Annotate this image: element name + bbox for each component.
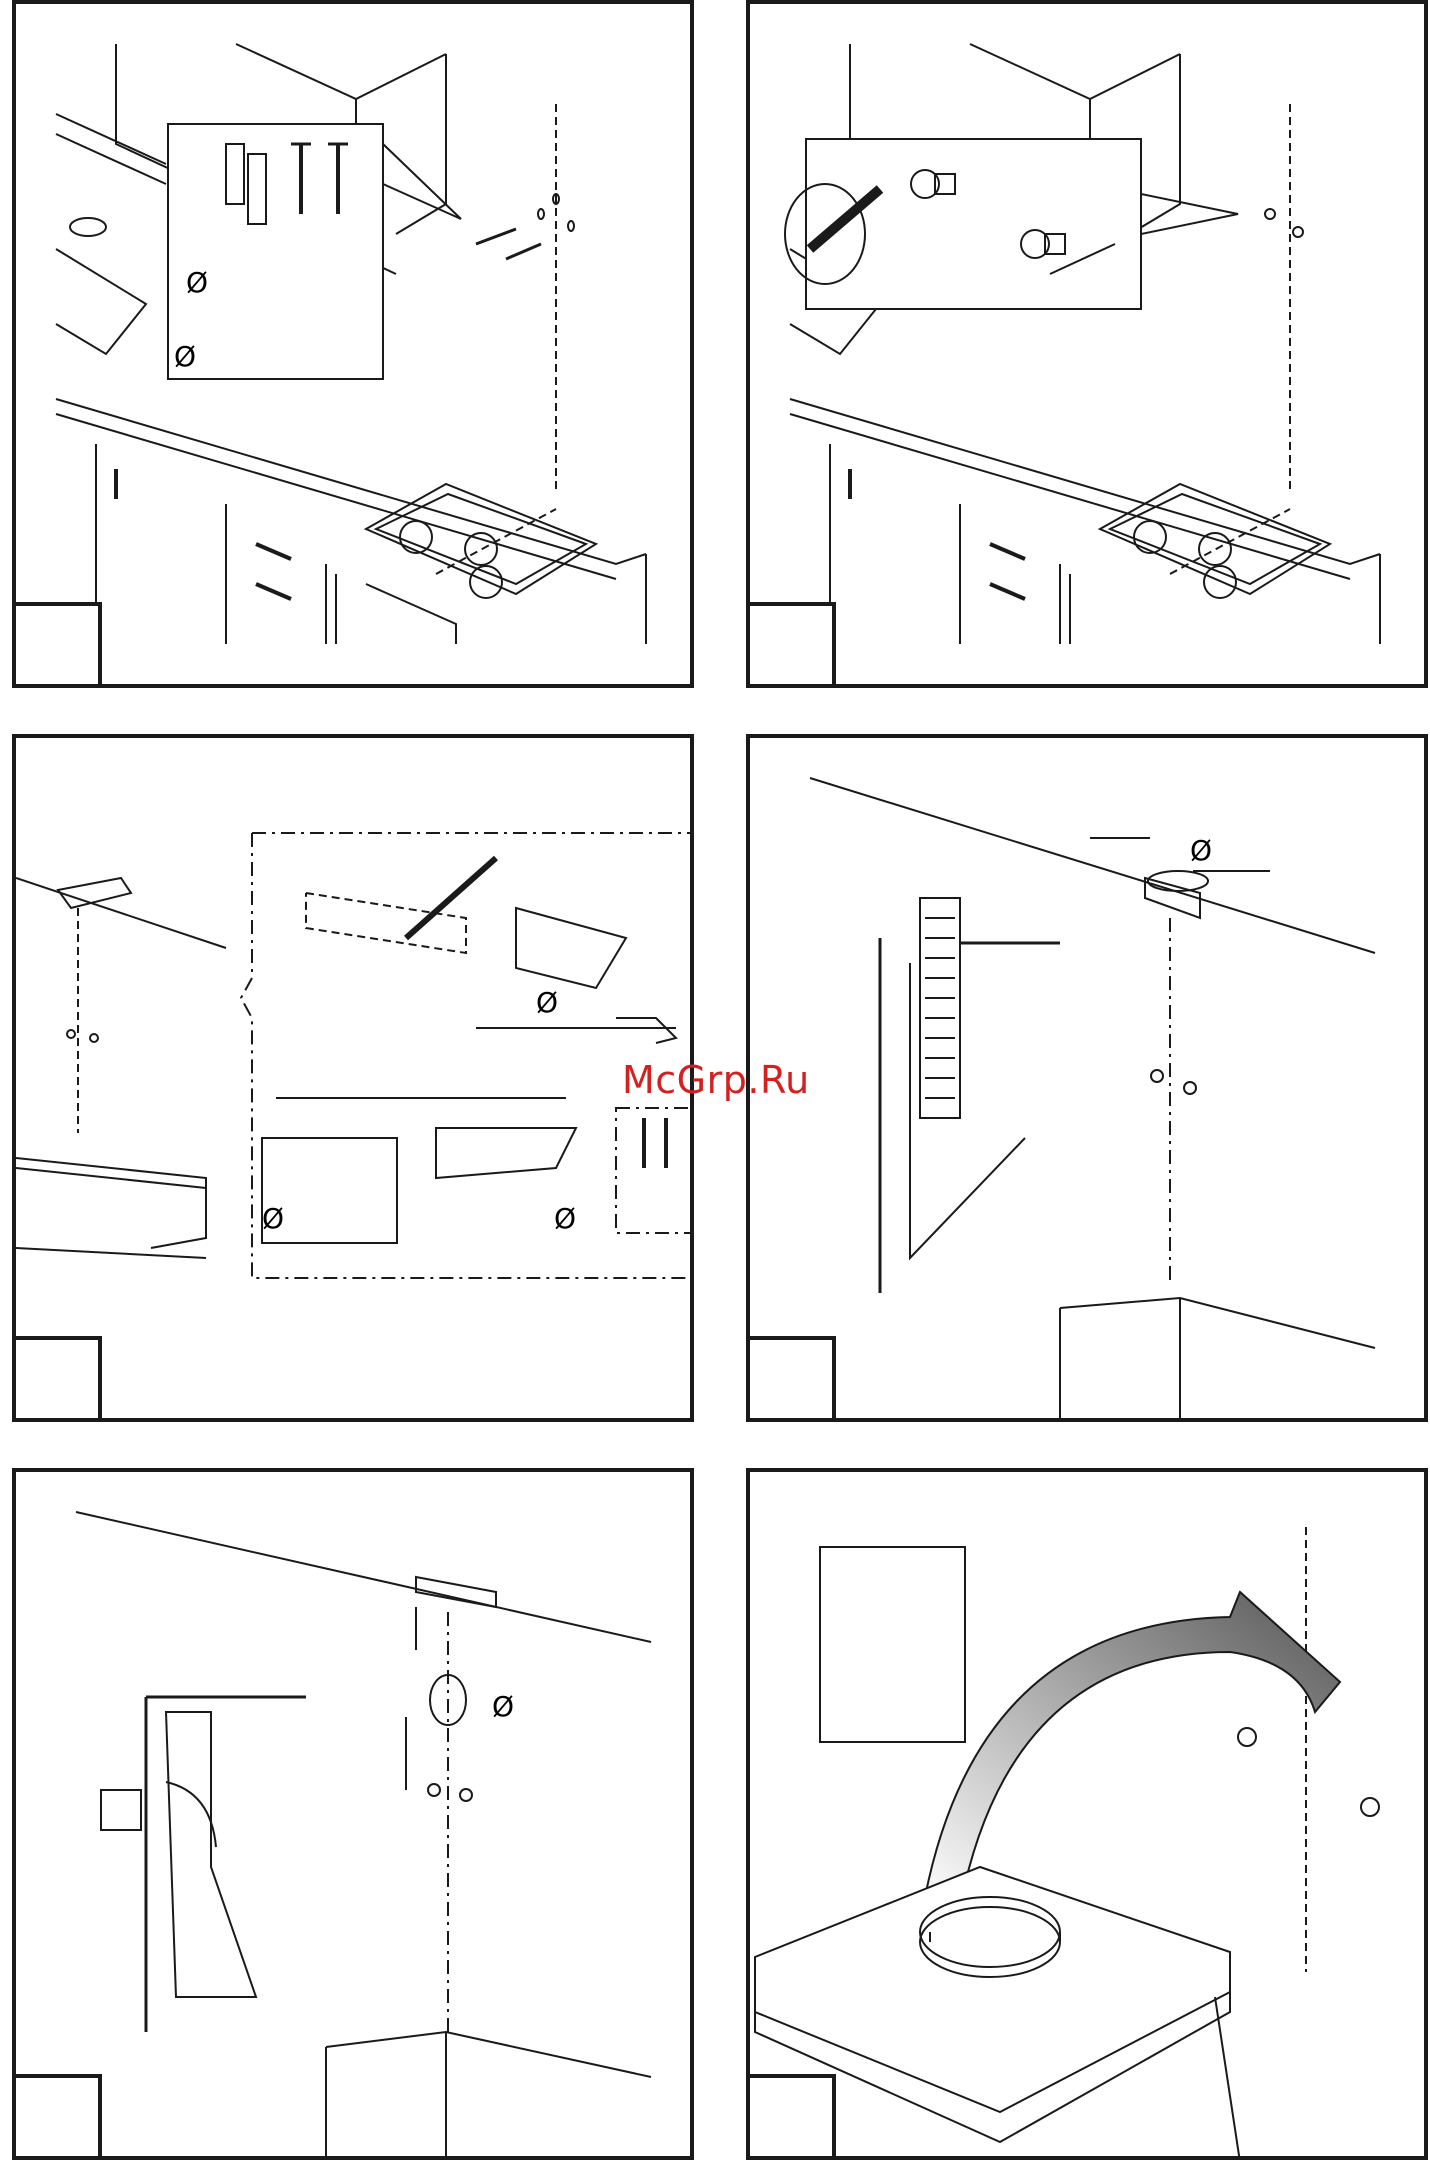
kitchen-wall-drilling-illustration xyxy=(16,4,694,688)
step-number-box xyxy=(12,602,102,688)
duct-horizontal-exhaust-illustration xyxy=(16,1472,694,2160)
diameter-symbol: Ø xyxy=(536,986,558,1019)
step-number-box xyxy=(746,1336,836,1422)
duct-vertical-exhaust-illustration xyxy=(750,738,1428,1422)
diameter-symbol: Ø xyxy=(174,340,196,373)
step-number-box xyxy=(12,1336,102,1422)
panel-step-3: Ø Ø Ø xyxy=(12,734,694,1422)
bracket-marking-drilling-illustration xyxy=(16,738,694,1422)
diameter-symbol: Ø xyxy=(262,1202,284,1235)
panel-step-5: Ø xyxy=(12,1468,694,2160)
step-number-box xyxy=(12,2074,102,2160)
panel-step-1: Ø Ø xyxy=(12,0,694,688)
hood-hanging-illustration xyxy=(750,1472,1428,2160)
kitchen-wall-screw-illustration xyxy=(750,4,1428,688)
diameter-symbol: Ø xyxy=(186,266,208,299)
panel-step-2 xyxy=(746,0,1428,688)
panel-step-6 xyxy=(746,1468,1428,2160)
diameter-symbol: Ø xyxy=(554,1202,576,1235)
step-number-box xyxy=(746,2074,836,2160)
watermark: McGrp.Ru xyxy=(622,1058,810,1102)
step-number-box xyxy=(746,602,836,688)
diameter-symbol: Ø xyxy=(1190,834,1212,867)
panel-step-4: Ø xyxy=(746,734,1428,1422)
diameter-symbol: Ø xyxy=(492,1690,514,1723)
